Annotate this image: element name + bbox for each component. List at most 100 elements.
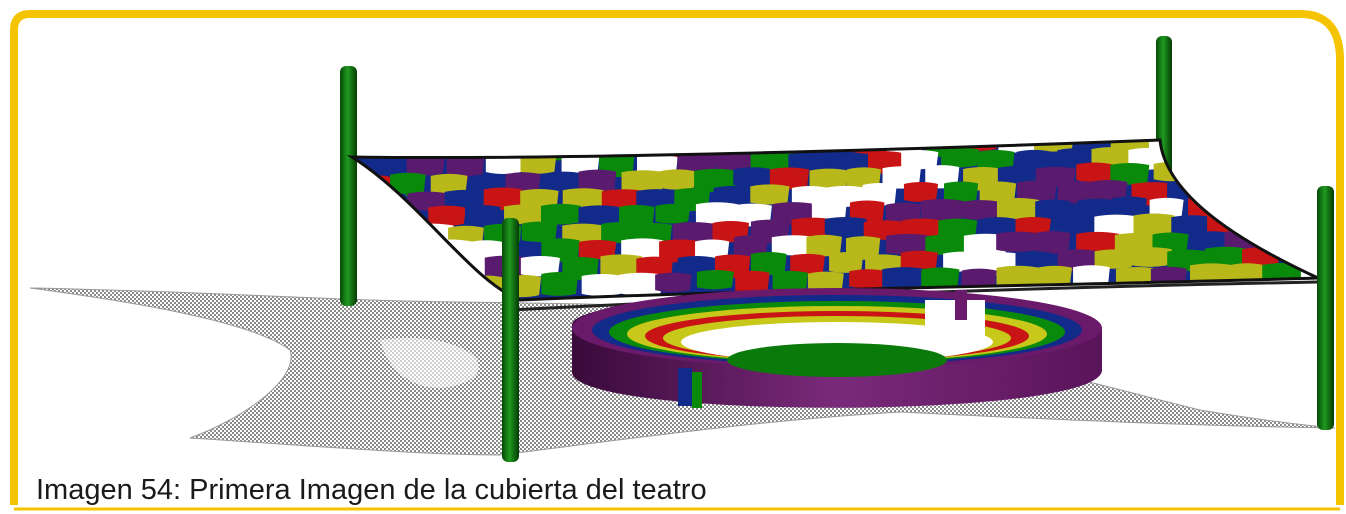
canopy-patch xyxy=(695,202,738,225)
canopy-patch xyxy=(1153,161,1192,182)
canopy-patch xyxy=(807,271,844,293)
canopy-patch xyxy=(1149,197,1184,219)
canopy-patch xyxy=(849,200,885,224)
post-icon xyxy=(502,218,519,462)
canopy-patch xyxy=(1034,231,1071,254)
canopy-patch xyxy=(938,218,978,239)
canopy-patch xyxy=(540,203,581,225)
canopy-patch xyxy=(469,240,504,260)
canopy-patch xyxy=(621,170,665,192)
canopy-patch xyxy=(769,167,810,190)
canopy-patch xyxy=(903,182,939,202)
frame-border xyxy=(10,10,1344,511)
canopy-patch xyxy=(520,255,560,277)
canopy-patch xyxy=(1224,140,1267,152)
canopy-patch xyxy=(617,140,655,157)
canopy-patch xyxy=(925,234,968,255)
canopy-patch xyxy=(750,184,790,205)
canopy-patch xyxy=(750,150,795,173)
canopy-patch xyxy=(849,269,888,289)
canopy-patch xyxy=(1267,162,1305,186)
canopy-patch xyxy=(410,257,453,281)
canopy-patch xyxy=(998,140,1040,153)
canopy-patch xyxy=(1090,180,1128,202)
canopy-patch xyxy=(541,238,580,262)
canopy-patch xyxy=(430,276,466,300)
canopy-patch xyxy=(368,155,410,175)
canopy-patch xyxy=(581,273,623,296)
canopy-patch xyxy=(621,238,664,261)
canopy-patch xyxy=(772,270,808,292)
gap-wall xyxy=(955,290,967,320)
canopy-patch xyxy=(713,185,754,206)
canopy-patch xyxy=(790,253,825,275)
canopy-patch xyxy=(809,168,849,189)
canopy-patch xyxy=(1111,196,1147,217)
canopy-patch xyxy=(921,267,960,288)
canopy-patch xyxy=(996,231,1040,252)
canopy-patch xyxy=(578,240,617,260)
canopy-patch xyxy=(373,257,411,278)
canopy-patch xyxy=(1264,194,1305,217)
canopy-patch xyxy=(521,221,558,243)
canopy-patch xyxy=(1224,198,1260,222)
canopy-patch xyxy=(996,265,1040,290)
canopy-patch xyxy=(829,151,864,173)
canopy-patch xyxy=(943,251,983,272)
shadow-gap xyxy=(380,338,479,388)
entry-block-blue xyxy=(678,368,692,406)
canopy-patch xyxy=(1129,247,1172,267)
canopy-patch xyxy=(1281,145,1318,170)
canopy-patch xyxy=(900,250,938,271)
canopy-patch xyxy=(885,202,921,223)
canopy-patch xyxy=(391,277,428,299)
canopy-patch xyxy=(862,183,897,206)
canopy-patch xyxy=(390,172,426,197)
canopy-patch xyxy=(1187,140,1224,150)
canopy-patch xyxy=(1076,162,1113,183)
canopy-patch xyxy=(824,217,867,237)
canopy-patch xyxy=(655,272,692,293)
canopy-patch xyxy=(735,270,770,294)
canopy-patch xyxy=(1267,231,1303,253)
canopy-patch xyxy=(996,198,1040,221)
canopy-patch xyxy=(1016,149,1053,171)
canopy-patch xyxy=(392,209,428,231)
canopy-patch xyxy=(619,272,663,296)
frame-border-line xyxy=(10,10,1344,505)
canopy-patch xyxy=(1034,140,1074,152)
canopy-patch xyxy=(979,181,1017,203)
canopy-patch xyxy=(1302,140,1318,150)
canopy-patch xyxy=(886,233,930,255)
canopy-patch xyxy=(960,200,1002,220)
canopy-patch xyxy=(829,252,864,273)
canopy-patch xyxy=(696,269,734,290)
canopy-patch xyxy=(485,154,524,174)
canopy-patch xyxy=(1094,249,1134,269)
canopy-patch xyxy=(961,268,997,290)
canopy-patch xyxy=(354,274,397,296)
canopy-patch xyxy=(1057,148,1093,169)
canopy-patch xyxy=(600,254,643,278)
canopy-patch xyxy=(1186,162,1223,183)
canopy-patch xyxy=(1264,140,1302,148)
canopy-patch xyxy=(1152,232,1189,253)
canopy-patch xyxy=(771,235,816,256)
stage-icon xyxy=(727,343,947,377)
canopy-patch xyxy=(505,172,541,194)
canopy-patch xyxy=(1204,146,1248,167)
post-icon xyxy=(340,66,357,306)
canopy-patch xyxy=(1110,163,1150,185)
amphitheater-icon xyxy=(572,288,1102,408)
entry-block-green xyxy=(692,372,702,408)
canopy-patch xyxy=(901,150,939,170)
canopy-patch xyxy=(882,267,927,289)
canopy-patch xyxy=(1035,199,1071,221)
canopy-patch xyxy=(1243,144,1280,168)
canopy-patch xyxy=(464,205,501,226)
canopy-patch xyxy=(601,222,644,244)
canopy-patch xyxy=(544,171,584,194)
canopy-patch xyxy=(1076,231,1119,255)
canopy-patch xyxy=(1091,147,1131,168)
